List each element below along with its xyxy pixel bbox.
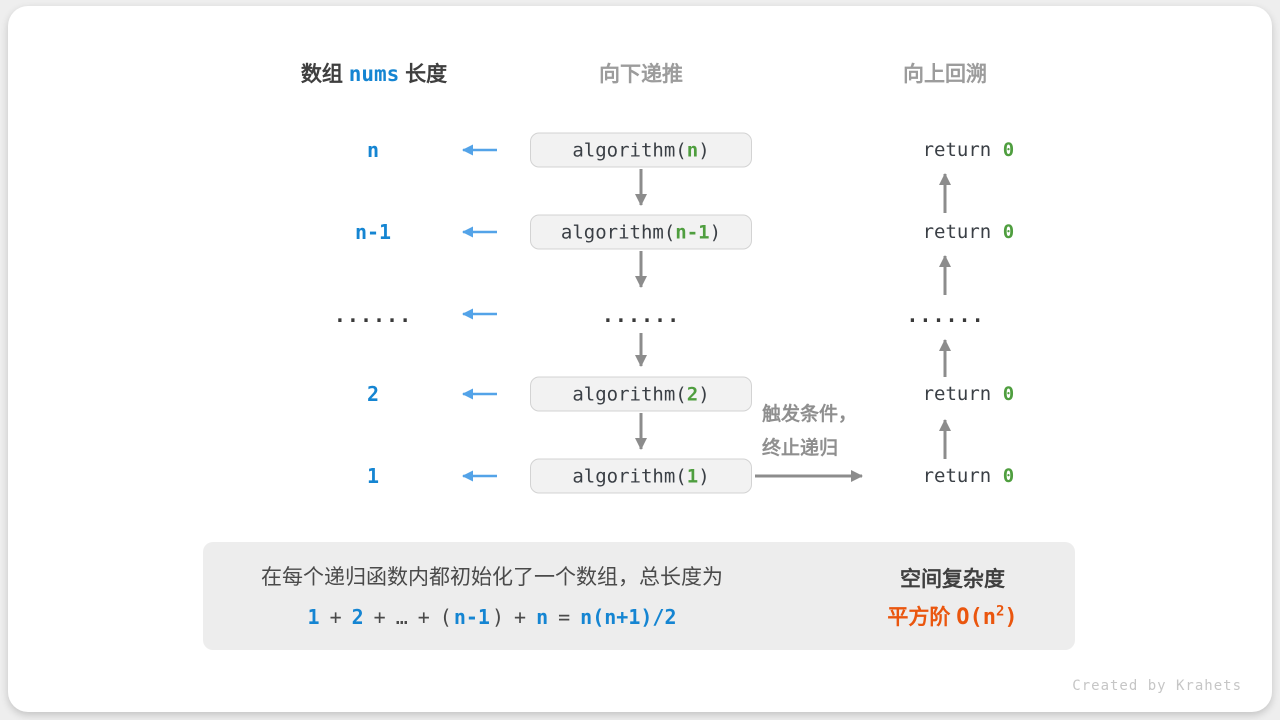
length-label-n: n <box>366 138 380 162</box>
formula-term: n-1 <box>453 605 490 629</box>
formula-paren: ) <box>491 605 505 629</box>
return-value: 0 <box>1002 383 1015 405</box>
return-value: 0 <box>1002 139 1015 161</box>
credit-text: Created by Krahets <box>1072 678 1242 694</box>
terminate-note: 触发条件， 终止递归 <box>762 398 892 466</box>
return-keyword: return <box>922 139 1003 161</box>
big-o-close: ) <box>1004 605 1018 630</box>
call-box-algorithm-n-1: algorithm(n-1) <box>530 214 752 250</box>
call-open: algorithm( <box>572 139 687 161</box>
return-keyword: return <box>922 465 1003 487</box>
return-statement: return 0 <box>858 361 1033 427</box>
return-keyword: return <box>922 383 1003 405</box>
call-arg: 2 <box>686 383 699 405</box>
header-array-prefix: 数组 <box>300 63 343 86</box>
terminate-note-line1: 触发条件， <box>762 404 858 425</box>
call-arg: n-1 <box>675 221 710 243</box>
return-statement: return 0 <box>858 199 1033 265</box>
formula-result: n(n+1)/2 <box>580 605 677 629</box>
header-backtrack-up: 向上回溯 <box>903 63 987 86</box>
call-open: algorithm( <box>560 221 676 243</box>
formula-term: n <box>536 605 549 629</box>
call-box-algorithm-1: algorithm(1) <box>530 458 752 494</box>
call-box-algorithm-2: algorithm(2) <box>530 376 752 412</box>
call-close: ) <box>709 221 722 243</box>
call-arg: n <box>686 139 699 161</box>
return-value: 0 <box>1002 221 1015 243</box>
call-close: ) <box>698 139 710 161</box>
summary-text: 在每个递归函数内都初始化了一个数组，总长度为 <box>261 566 723 589</box>
call-close: ) <box>698 383 710 405</box>
return-value: 0 <box>1002 465 1015 487</box>
big-o-exponent: 2 <box>995 603 1005 620</box>
call-open: algorithm( <box>572 465 687 487</box>
return-statement: return 0 <box>858 117 1033 183</box>
summary-panel <box>203 542 1075 650</box>
call-arg: 1 <box>686 465 699 487</box>
return-statement: return 0 <box>858 443 1033 509</box>
formula-term: 2 <box>351 605 364 629</box>
formula-op: + <box>417 605 430 629</box>
terminate-note-line2: 终止递归 <box>762 438 839 459</box>
return-ellipsis: ...... <box>906 303 985 327</box>
space-complexity-title: 空间复杂度 <box>900 568 1005 591</box>
header-array-suffix: 长度 <box>405 63 448 86</box>
formula-op: + <box>373 605 386 629</box>
header-recurse-down: 向下递推 <box>599 63 683 86</box>
formula-paren: ( <box>439 605 452 629</box>
formula-equals: = <box>558 605 571 629</box>
summary-formula: 1 +2 + … + (n-1) + n = n(n+1)/2 <box>227 605 757 629</box>
call-close: ) <box>698 465 710 487</box>
length-label-2: 2 <box>366 382 380 406</box>
formula-op: + <box>514 605 527 629</box>
call-open: algorithm( <box>572 383 687 405</box>
order-name: 平方阶 <box>887 606 957 629</box>
formula-ellipsis: … <box>395 605 408 629</box>
header-nums-code: nums <box>348 62 400 86</box>
return-keyword: return <box>922 221 1003 243</box>
length-ellipsis: ...... <box>333 303 413 327</box>
big-o-open: O(n <box>956 605 996 630</box>
complexity-order: 平方阶 O(n2) <box>865 601 1040 631</box>
length-label-1: 1 <box>366 464 380 488</box>
call-ellipsis: ...... <box>601 303 681 327</box>
formula-term: 1 <box>307 605 320 629</box>
length-label-n-1: n-1 <box>354 220 392 244</box>
formula-op: + <box>329 605 342 629</box>
header-array-length: 数组 nums 长度 <box>254 58 494 88</box>
big-o-notation: O(n2) <box>956 603 1018 630</box>
call-box-algorithm-n: algorithm(n) <box>530 132 752 168</box>
